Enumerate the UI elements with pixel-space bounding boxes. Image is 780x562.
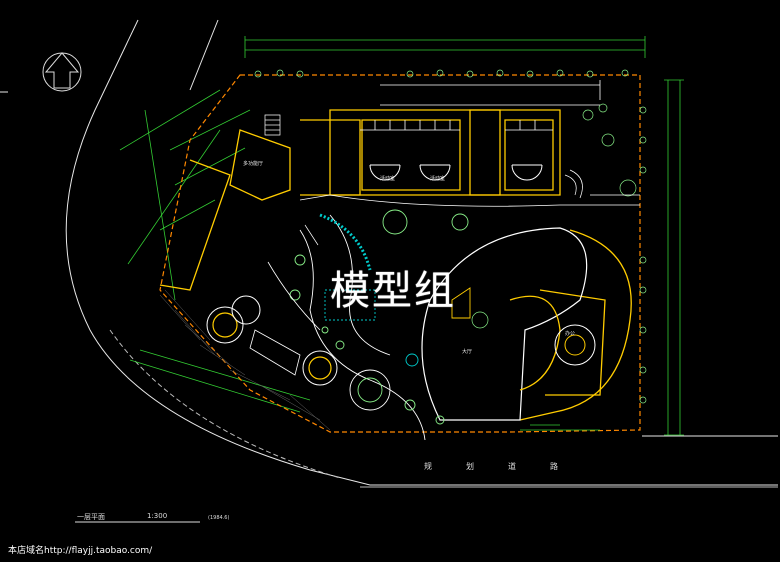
room-label-multi: 多功能厅 xyxy=(243,161,264,167)
paving-hatch xyxy=(159,289,331,431)
road-label-char-3: 道 xyxy=(508,462,516,471)
drawing-scale: 1:300 xyxy=(147,512,168,520)
drawing-scale-note: (1984.6) xyxy=(208,515,230,521)
stair-icons xyxy=(264,114,583,246)
boundary-trees xyxy=(254,69,647,404)
road-label-char-1: 规 xyxy=(424,462,432,471)
dimension-lines xyxy=(119,36,684,436)
pavilions xyxy=(206,261,338,386)
shop-domain-footer: 本店域名http://flayjj.taobao.com/ xyxy=(8,546,153,556)
internal-walls xyxy=(299,80,640,207)
north-arrow-icon xyxy=(42,52,82,92)
road-dimension-markers xyxy=(520,424,600,431)
room-label-office: 办公 xyxy=(565,331,576,337)
drawing-title: 一层平面 xyxy=(77,513,105,521)
site-boundary xyxy=(159,74,641,433)
round-rooms xyxy=(369,164,543,181)
road-label-char-4: 路 xyxy=(550,462,558,471)
room-label-activity: 活动室 xyxy=(380,176,396,182)
room-label-hall: 大厅 xyxy=(462,349,473,355)
room-label-activity-2: 活动室 xyxy=(430,176,446,182)
building-walls xyxy=(159,109,632,421)
road-label-char-2: 划 xyxy=(466,462,474,471)
garden xyxy=(289,209,471,441)
main-hall xyxy=(421,227,596,421)
road-outline xyxy=(0,19,778,488)
watermark-text: 模型组 xyxy=(330,268,456,314)
